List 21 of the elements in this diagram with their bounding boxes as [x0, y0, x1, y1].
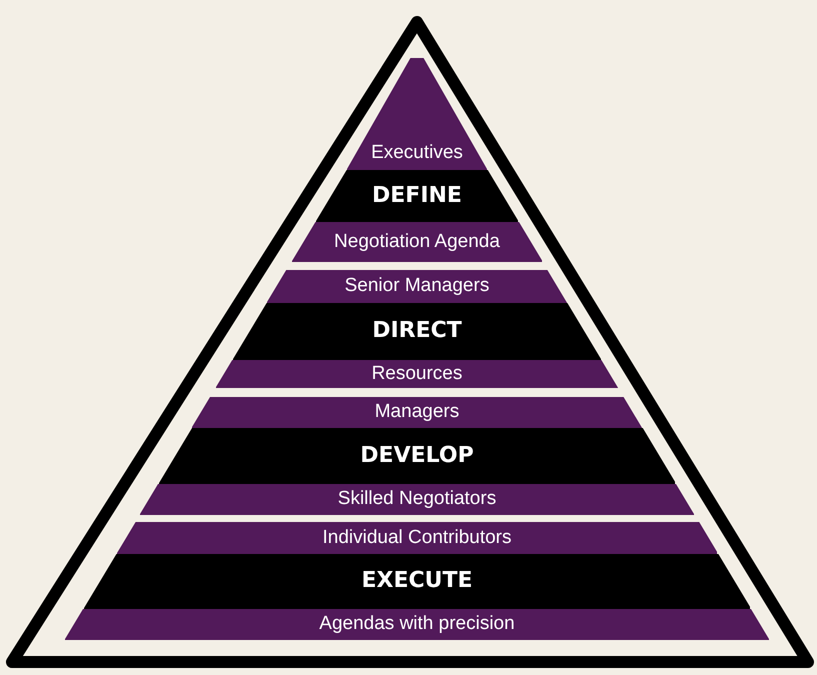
role-band	[216, 360, 618, 388]
role-band	[65, 609, 769, 640]
role-band	[347, 58, 487, 170]
stage-heading: EXECUTE	[361, 569, 473, 594]
stage-band	[84, 554, 750, 609]
band-label: Senior Managers	[344, 276, 490, 297]
stage-band	[233, 303, 601, 360]
band-label: Agendas with precision	[319, 614, 515, 635]
band-label: Managers	[374, 402, 460, 423]
stage-heading: DEFINE	[372, 184, 462, 208]
band-label: Individual Contributors	[322, 528, 512, 548]
stage-band	[158, 428, 676, 484]
band-label: Executives	[371, 143, 463, 164]
band-label: Negotiation Agenda	[334, 232, 500, 252]
stage-heading: DEVELOP	[360, 444, 474, 468]
stage-heading: DIRECT	[372, 319, 462, 344]
band-label: Skilled Negotiators	[338, 489, 496, 510]
role-band	[116, 522, 718, 554]
role-band	[140, 484, 694, 515]
stage-band	[316, 170, 518, 222]
band-label: Resources	[372, 364, 462, 384]
